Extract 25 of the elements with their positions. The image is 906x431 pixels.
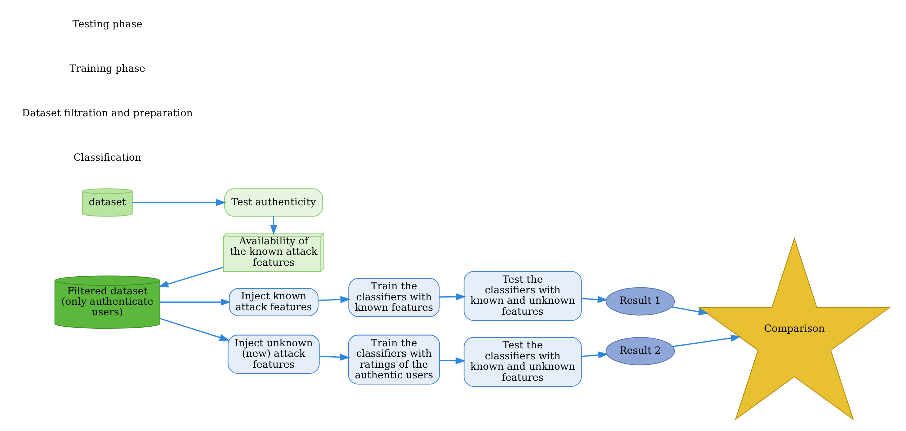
node-ellipse: Result 1 [606, 287, 676, 316]
label: Dataset filtration and preparation [22, 108, 194, 120]
node-box: Train the classifiers with known features [348, 278, 440, 318]
arrow [160, 318, 230, 342]
arrow [672, 306, 709, 316]
node-box: Test the classifiers with known and unknown features [464, 271, 582, 322]
node-box: Train the classifiers with ratings of the authentic users [348, 334, 440, 385]
arrow [132, 199, 226, 206]
label: Training phase [70, 64, 146, 76]
label: Testing phase [72, 20, 142, 31]
arrow [440, 357, 466, 364]
arrow [673, 334, 742, 348]
arrow [158, 267, 224, 288]
arrow [320, 354, 350, 361]
arrow [160, 298, 232, 306]
node-box: Test the classifiers with known and unknown features [464, 337, 582, 388]
node-ellipse: Result 2 [606, 337, 676, 366]
node-box: Inject known attack features [229, 288, 319, 317]
arrow [582, 352, 609, 359]
arrow [318, 296, 351, 304]
node-box: Inject unknown (new) attack features [228, 334, 320, 374]
arrow [582, 296, 608, 304]
node-box: Test authenticity [224, 188, 324, 217]
label: Classification [74, 152, 142, 164]
arrow [439, 293, 466, 301]
